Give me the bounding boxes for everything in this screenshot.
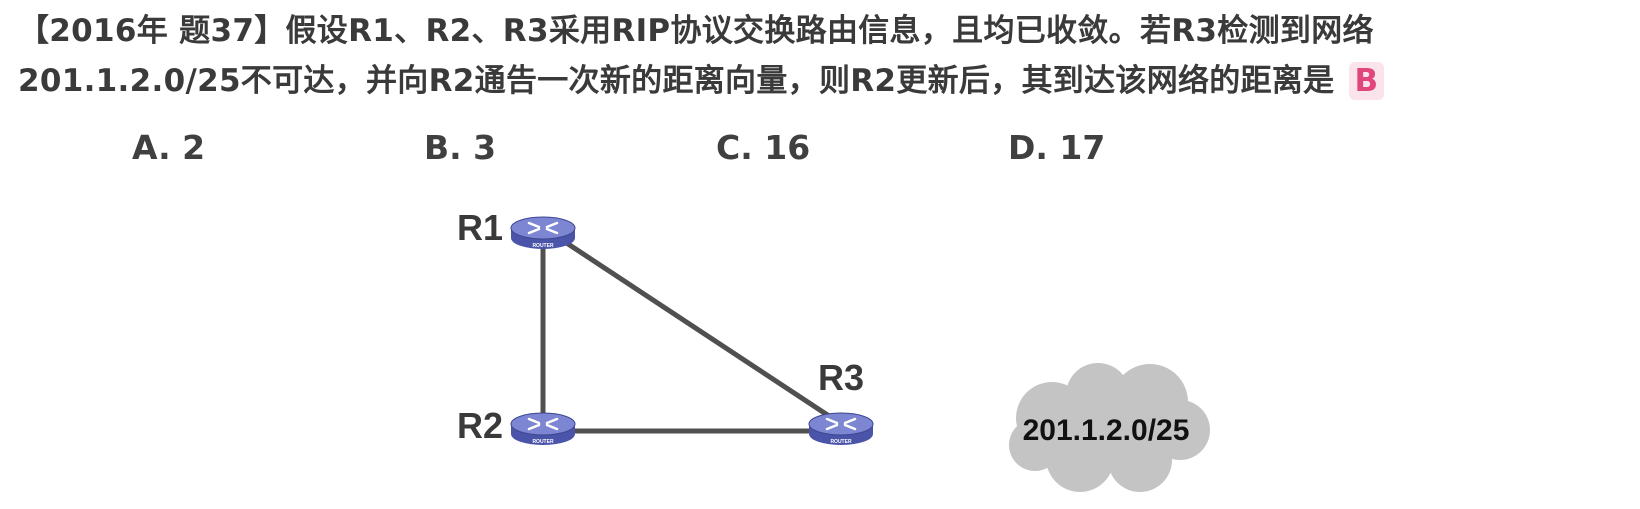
option-d[interactable]: D. 17	[1008, 128, 1106, 167]
router-icon: ROUTER	[808, 412, 874, 445]
router-label-r3: R3	[818, 357, 864, 398]
router-r3[interactable]: ROUTER	[808, 412, 874, 445]
question-line-1: 【2016年 题37】假设R1、R2、R3采用RIP协议交换路由信息，且均已收敛…	[18, 13, 1374, 49]
network-cloud: 201.1.2.0/25	[1009, 363, 1210, 492]
question-line-2: 201.1.2.0/25不可达，并向R2通告一次新的距离向量，则R2更新后，其到…	[18, 56, 1628, 106]
option-c[interactable]: C. 16	[716, 128, 811, 167]
router-label-r1: R1	[457, 207, 503, 248]
network-label: 201.1.2.0/25	[1023, 414, 1190, 447]
router-device-text: ROUTER	[532, 439, 554, 445]
router-r2[interactable]: ROUTER	[510, 412, 576, 445]
router-device-text: ROUTER	[830, 439, 852, 445]
router-label-r2: R2	[457, 405, 503, 446]
link-r1-r3	[554, 233, 834, 421]
router-device-text: ROUTER	[532, 243, 554, 249]
question-text: 【2016年 题37】假设R1、R2、R3采用RIP协议交换路由信息，且均已收敛…	[18, 6, 1628, 106]
question-line-2-text: 201.1.2.0/25不可达，并向R2通告一次新的距离向量，则R2更新后，其到…	[18, 63, 1335, 99]
answer-badge: B	[1348, 62, 1385, 100]
router-icon: ROUTER	[510, 216, 576, 249]
option-b[interactable]: B. 3	[424, 128, 497, 167]
router-r1[interactable]: ROUTER	[510, 216, 576, 249]
router-icon: ROUTER	[510, 412, 576, 445]
option-a[interactable]: A. 2	[132, 128, 206, 167]
